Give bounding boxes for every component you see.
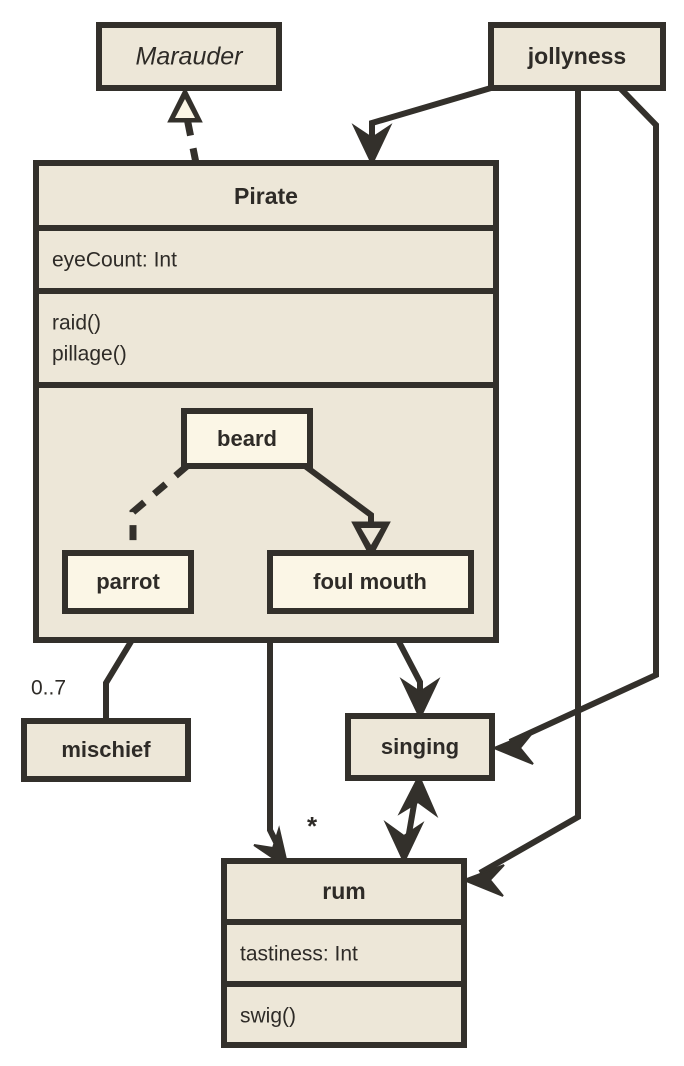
class-name-jollyness: jollyness — [527, 43, 626, 69]
pirate-method-0: raid() — [52, 312, 101, 335]
edge-pirate-to-marauder — [167, 86, 203, 164]
class-name-parrot: parrot — [96, 569, 160, 594]
class-box-rum[interactable]: rum tastiness: Int swig() — [221, 858, 467, 1048]
class-box-jollyness[interactable]: jollyness — [488, 22, 666, 91]
class-box-mischief[interactable]: mischief — [21, 718, 191, 782]
class-name-foul-mouth: foul mouth — [313, 569, 427, 594]
edge-jollyness-to-pirate — [351, 85, 492, 167]
class-box-marauder[interactable]: Marauder — [96, 22, 282, 91]
class-name-mischief: mischief — [61, 737, 151, 762]
class-box-beard[interactable]: beard — [181, 408, 313, 469]
class-name-beard: beard — [217, 426, 277, 451]
class-box-foul-mouth[interactable]: foul mouth — [267, 550, 474, 614]
edge-jollyness-to-singing — [491, 85, 659, 765]
edge-singing-to-rum — [383, 773, 439, 865]
edge-pirate-to-singing — [395, 638, 441, 721]
pirate-attribute-0: eyeCount: Int — [52, 249, 177, 272]
class-name-rum: rum — [322, 878, 365, 904]
rum-attribute-0: tastiness: Int — [240, 943, 358, 966]
class-name-singing: singing — [381, 734, 459, 759]
edge-pirate-to-mischief — [103, 638, 135, 721]
rum-method-0: swig() — [240, 1005, 296, 1028]
edge-beard-to-parrot — [129, 463, 190, 553]
edge-pirate-to-rum — [253, 640, 290, 871]
class-name-marauder: Marauder — [136, 43, 245, 71]
class-box-singing[interactable]: singing — [345, 713, 495, 781]
edge-beard-to-foulmouth — [303, 463, 391, 560]
multiplicity-label-rum: * — [307, 811, 318, 841]
pirate-method-1: pillage() — [52, 343, 127, 366]
edge-jollyness-to-rum — [461, 88, 581, 897]
class-box-parrot[interactable]: parrot — [62, 550, 194, 614]
multiplicity-label-mischief: 0..7 — [31, 677, 66, 700]
class-name-pirate: Pirate — [234, 183, 298, 209]
